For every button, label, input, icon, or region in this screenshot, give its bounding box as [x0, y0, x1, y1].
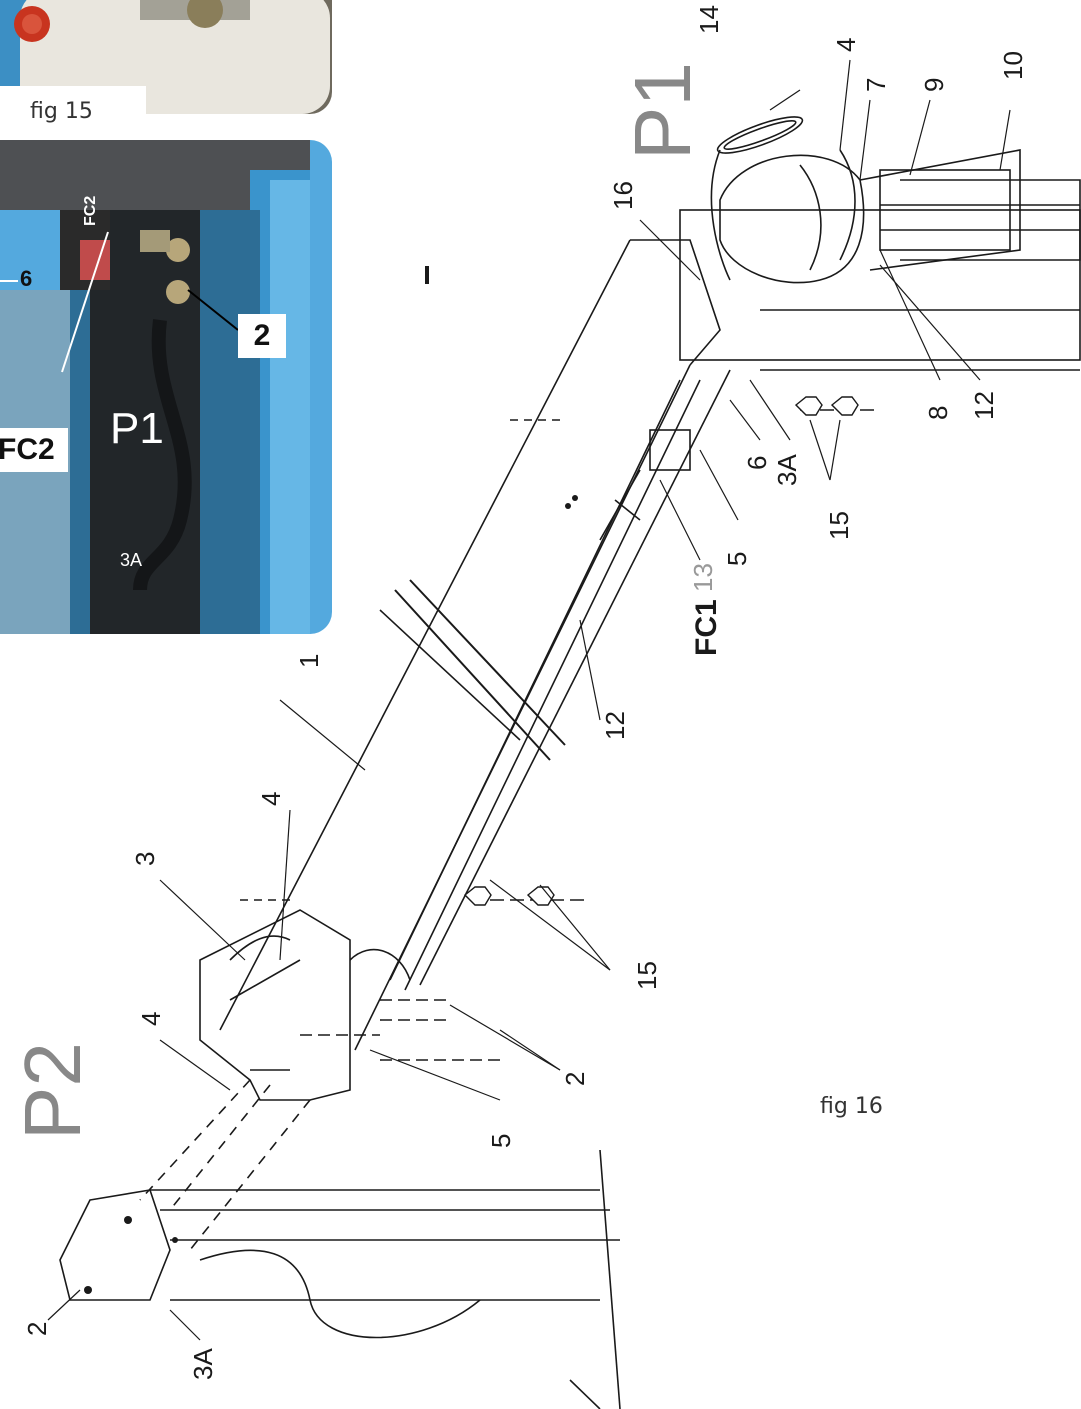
photo-label-3a: 3A [120, 550, 143, 570]
callout-12-mid: 12 [600, 711, 630, 740]
photo-p1-column: 6 FC2 FC2 2 P1 3A [0, 140, 332, 634]
callout-1: 1 [294, 654, 324, 668]
fig15-caption: fig 15 [0, 86, 146, 138]
callout-4-top: 4 [831, 38, 861, 52]
photo-callout-2: 2 [238, 314, 286, 358]
callout-12-right: 12 [969, 391, 999, 420]
callout-7: 7 [861, 78, 891, 92]
callout-3a-right: 3A [772, 454, 802, 486]
photo-label-6: 6 [20, 266, 33, 291]
beam-face [630, 239, 721, 366]
callout-3: 3 [130, 852, 160, 866]
callout-10: 10 [998, 51, 1028, 80]
callout-15-left: 15 [632, 961, 662, 990]
callout-4-left: 4 [136, 1012, 166, 1026]
callout-2-bottom: 2 [22, 1322, 52, 1336]
callout-8: 8 [923, 406, 953, 420]
callout-5-left: 5 [486, 1134, 516, 1148]
callout-3a-bottom: 3A [188, 1348, 218, 1380]
callout-9: 9 [919, 78, 949, 92]
beam-top-edge [219, 239, 631, 1031]
callout-2-mid: 2 [560, 1072, 590, 1086]
label-p1: P1 [618, 62, 707, 160]
callout-4-mid: 4 [256, 792, 286, 806]
callout-13: 13 [688, 563, 718, 592]
callout-5-right: 5 [722, 552, 752, 566]
callout-6: 6 [742, 456, 772, 470]
callout-16: 16 [608, 181, 638, 210]
callout-15-right: 15 [824, 511, 854, 540]
photo-label-p1: P1 [110, 404, 164, 453]
callout-14: 14 [694, 5, 724, 34]
label-p2: P2 [8, 1042, 97, 1140]
fig16-caption: fig 16 [820, 1094, 883, 1119]
callout-fc1: FC1 [690, 599, 723, 656]
photo-callout-fc2: FC2 [0, 428, 68, 472]
